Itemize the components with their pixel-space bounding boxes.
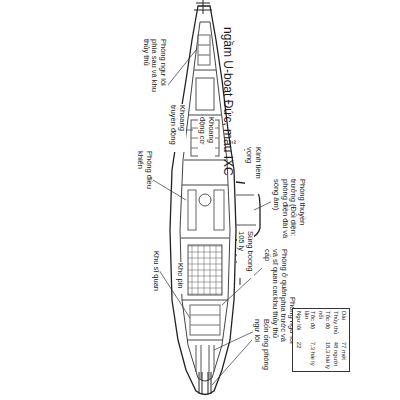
- table-cell: Ngư lôi: [295, 311, 302, 338]
- part-label: Kính tiềm vọng: [245, 146, 262, 194]
- part-label: Bốn ống phóng ngư lôi: [253, 318, 270, 372]
- part-label: Kho pin: [175, 262, 184, 294]
- part-label: Khu sĩ quan: [151, 250, 160, 294]
- table-cell: 7,3 hải lý: [303, 342, 317, 369]
- table-cell: 48 người: [332, 342, 339, 369]
- diagram-title: ngầm U-boat Đức, mẫu IXC: [220, 26, 234, 177]
- table-cell: Thủy thủ: [332, 311, 339, 338]
- part-label: Phòng thuyền trưởng (Đối diện: phòng điệ…: [272, 178, 307, 244]
- part-label: Khoang động cơ: [198, 116, 215, 158]
- part-label: Phòng điều khiển: [136, 150, 153, 208]
- spec-table: Dài 77 métThủy thủ 48 ngườiTốc độ nổi 18,3 …: [292, 308, 350, 372]
- part-label: Phòng ngư lôi phía sau và khu thủy thủ: [141, 38, 167, 102]
- table-cell: 22: [295, 342, 302, 369]
- table-cell: Tốc độ nổi: [317, 311, 331, 338]
- table-cell: Dài: [340, 311, 347, 338]
- table-cell: 77 mét: [340, 342, 347, 369]
- table-cell: Tốc độ lặn: [303, 311, 317, 338]
- part-label: Khoang truyền động: [169, 104, 186, 152]
- part-label: Súng boong 105 ly: [237, 230, 254, 278]
- table-cell: 18,3 hải lý: [317, 342, 331, 369]
